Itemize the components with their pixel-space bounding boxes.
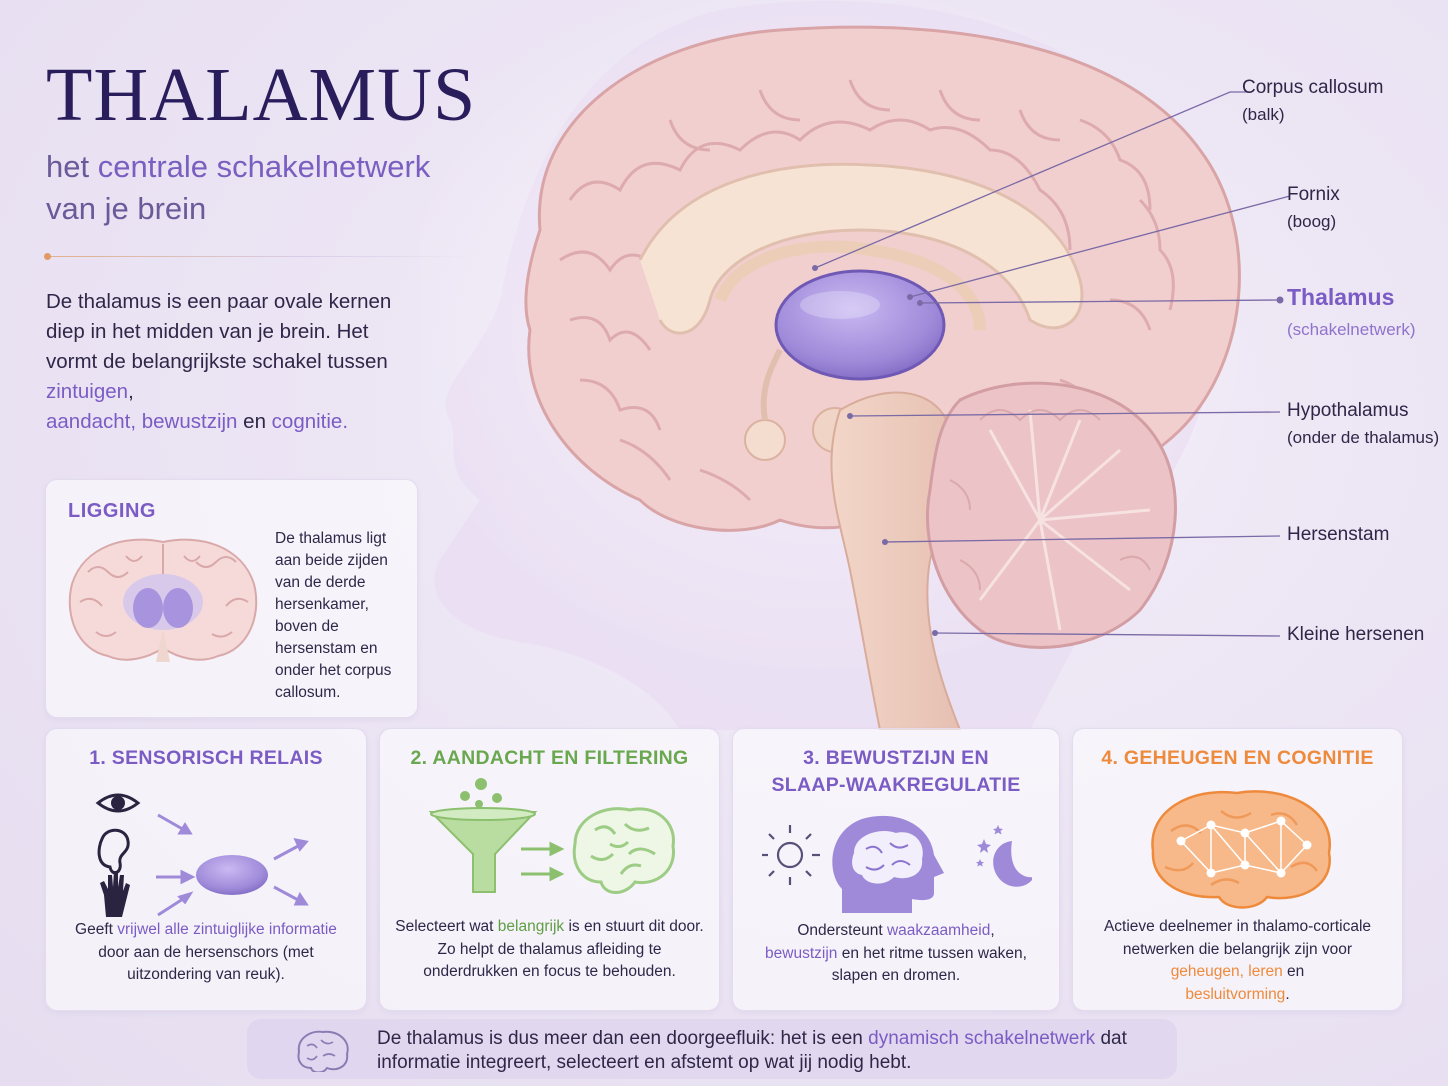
subtitle-prefix: het <box>46 149 98 184</box>
card-text-highlight: belangrijk <box>497 918 565 935</box>
card-text-part: en het ritme tussen waken, slapen en dro… <box>831 944 1027 985</box>
card-text-part: Actieve deelnemer in thalamo-corticale n… <box>1103 918 1372 958</box>
card-text-highlight: bewustzijn <box>765 944 838 962</box>
intro-highlight-cognition: cognitie. <box>271 410 349 433</box>
label-thalamus-sub: (schakelnetwerk) <box>1287 320 1416 339</box>
divider <box>46 256 476 257</box>
card-text-highlight: besluitvorming <box>1185 985 1286 1003</box>
label-fornix-main: Fornix <box>1287 184 1340 205</box>
card-sensory-relay-heading: 1. SENSORISCH RELAIS <box>89 747 323 769</box>
ear-icon <box>97 828 130 875</box>
intro-text-part: , <box>128 380 134 403</box>
card-text-part: Ondersteunt <box>797 922 887 939</box>
label-hypothalamus-sub: (onder de thalamus) <box>1287 428 1440 447</box>
attention-graphic <box>428 778 675 894</box>
summary-banner: De thalamus is dus meer dan een doorgeef… <box>247 1019 1177 1079</box>
network-brain-icon <box>1151 790 1331 909</box>
label-fornix: Fornix (boog) <box>1287 181 1340 235</box>
summary-text-part: De thalamus is dus meer dan een doorgeef… <box>377 1028 869 1049</box>
card-memory-cognition: 4. GEHEUGEN EN COGNITIE Actieve deelneme… <box>1072 728 1403 1011</box>
label-hypothalamus: Hypothalamus (onder de thalamus) <box>1287 397 1439 451</box>
label-thalamus: Thalamus (schakelnetwerk) <box>1287 282 1416 345</box>
page-subtitle: het centrale schakelnetwerk van je brein <box>46 146 486 230</box>
head-icon <box>832 815 944 913</box>
label-corpus-callosum-main: Corpus callosum <box>1242 77 1384 98</box>
card-text-part: door aan de hersenschors (met uitzonderi… <box>98 943 314 984</box>
label-corpus-callosum: Corpus callosum (balk) <box>1242 74 1384 128</box>
fornix <box>714 240 986 331</box>
sagittal-brain-illustration <box>420 0 1291 730</box>
location-heading: LIGGING <box>68 500 156 522</box>
card-sensory-relay: 1. SENSORISCH RELAIS Geeft vrijwel alle … <box>45 728 367 1011</box>
label-brainstem: Hersenstam <box>1287 524 1390 545</box>
sensory-relay-graphic <box>95 793 309 917</box>
sun-icon <box>762 825 820 885</box>
card-attention-text: Selecteert wat belangrijk is en stuurt d… <box>394 916 705 984</box>
corpus-callosum <box>638 162 1084 335</box>
card-text-highlight: vrijwel alle zintuiglijke informatie <box>117 921 337 938</box>
intro-highlight-senses: zintuigen <box>46 380 129 403</box>
eye-icon <box>95 793 141 813</box>
card-attention-filtering: 2. AANDACHT EN FILTERING Selecteert wat … <box>379 728 720 1011</box>
card-consciousness-sleep: 3. BEWUSTZIJN EN SLAAP-WAAKREGULATIE <box>732 728 1060 1011</box>
card-text-part: , <box>990 922 995 939</box>
divider-dot <box>44 253 51 260</box>
coronal-brain-icon <box>68 538 258 662</box>
summary-text-part: dat informatie integreert, selecteert en… <box>377 1028 1127 1073</box>
thalamus-shape <box>774 269 946 381</box>
card-consciousness-heading-line1: 3. BEWUSTZIJN EN <box>803 747 989 769</box>
subtitle-highlight: centrale schakelnetwerk <box>97 149 431 184</box>
label-hypothalamus-main: Hypothalamus <box>1287 400 1409 421</box>
cerebellum <box>925 381 1177 649</box>
card-text-part: is en stuurt dit door. Zo helpt de thala… <box>423 918 704 980</box>
card-consciousness-text: Ondersteunt waakzaamheid, bewustzijn en … <box>747 920 1045 988</box>
intro-text-part: De thalamus is een paar ovale kernen die… <box>46 290 392 373</box>
label-thalamus-main: Thalamus <box>1287 284 1395 310</box>
card-text-highlight: geheugen, leren <box>1170 963 1283 980</box>
intro-text: De thalamus is een paar ovale kernen die… <box>46 287 406 437</box>
intro-text-part: en <box>237 410 272 433</box>
brain-icon <box>572 807 675 894</box>
label-fornix-sub: (boog) <box>1287 212 1337 231</box>
moon-icon <box>976 825 1032 887</box>
intro-highlight-attention: aandacht, bewustzijn <box>46 410 238 433</box>
location-card: LIGGING De thalamus ligt aan beide zijde… <box>45 479 418 718</box>
thalamus-icon <box>196 855 268 895</box>
label-corpus-callosum-sub: (balk) <box>1242 105 1285 124</box>
consciousness-graphic <box>762 815 1032 913</box>
card-text-part: Selecteert wat <box>395 918 498 935</box>
brain-icon <box>297 1030 349 1072</box>
card-text-part: Geeft <box>75 921 118 938</box>
card-consciousness-heading: 3. BEWUSTZIJN EN SLAAP-WAAKREGULATIE <box>733 745 1059 799</box>
card-memory-heading: 4. GEHEUGEN EN COGNITIE <box>1101 747 1374 769</box>
funnel-icon <box>428 811 538 893</box>
card-attention-heading: 2. AANDACHT EN FILTERING <box>410 747 689 769</box>
subtitle-suffix: van je brein <box>46 191 207 226</box>
card-sensory-relay-text: Geeft vrijwel alle zintuiglijke informat… <box>60 919 352 987</box>
card-text-part: en <box>1282 963 1305 980</box>
summary-highlight: dynamisch schakelnetwerk <box>868 1028 1096 1049</box>
page-title: THALAMUS <box>46 53 477 137</box>
location-text: De thalamus ligt aan beide zijden van de… <box>275 530 392 701</box>
card-text-highlight: waakzaamheid <box>886 922 991 939</box>
card-text-part: . <box>1285 985 1290 1003</box>
card-memory-text: Actieve deelnemer in thalamo-corticale n… <box>1087 916 1388 1006</box>
summary-text: De thalamus is dus meer dan een doorgeef… <box>377 1027 1157 1075</box>
hand-icon <box>100 871 130 917</box>
card-consciousness-heading-line2: SLAAP-WAAKREGULATIE <box>771 774 1021 796</box>
label-cerebellum: Kleine hersenen <box>1287 624 1425 645</box>
